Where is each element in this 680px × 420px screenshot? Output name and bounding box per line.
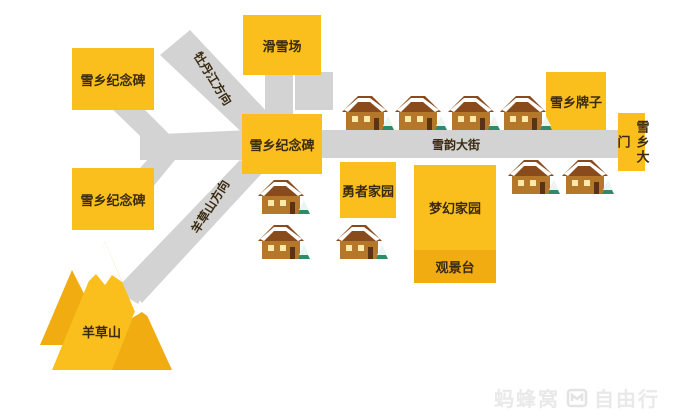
gate-label: 雪乡大门 (614, 119, 649, 165)
sign-label: 雪乡牌子 (549, 95, 602, 111)
viewing-platform-label: 观景台 (435, 261, 475, 276)
monument-center-label: 雪乡纪念碑 (249, 138, 315, 154)
yongzhe-home-box: 勇者家园 (340, 162, 396, 218)
road-yangcao-mountain (115, 160, 265, 305)
monument-left-label: 雪乡纪念碑 (80, 193, 146, 209)
monument-top-label: 雪乡纪念碑 (80, 73, 146, 89)
menghuan-home-label: 梦幻家园 (428, 202, 481, 217)
watermark-logo-icon (566, 388, 588, 407)
menghuan-home-box: 梦幻家园 (414, 165, 496, 250)
watermark-brand: 蚂蜂窝 (494, 387, 560, 411)
yangcao-mountain-label: 羊草山 (82, 326, 122, 341)
road-junction (295, 72, 333, 110)
watermark: 蚂蜂窝 自由行 (494, 383, 660, 412)
watermark-sub: 自由行 (594, 387, 660, 411)
road-center-link (140, 130, 250, 160)
ski-resort-label: 滑雪场 (262, 39, 302, 55)
monument-top-box: 雪乡纪念碑 (72, 48, 154, 110)
viewing-platform-box: 观景台 (414, 250, 496, 283)
road-xueyun-street (320, 130, 640, 158)
road-peony-river (160, 30, 270, 140)
sign-box: 雪乡牌子 (546, 72, 606, 130)
ski-resort-box: 滑雪场 (243, 15, 321, 75)
monument-left-box: 雪乡纪念碑 (72, 168, 154, 230)
monument-center-box: 雪乡纪念碑 (242, 114, 322, 174)
xueyun-street-label: 雪韵大街 (432, 138, 481, 152)
gate-box: 雪乡大门 (615, 113, 649, 171)
road-ski (265, 75, 293, 120)
yongzhe-home-label: 勇者家园 (341, 184, 394, 200)
